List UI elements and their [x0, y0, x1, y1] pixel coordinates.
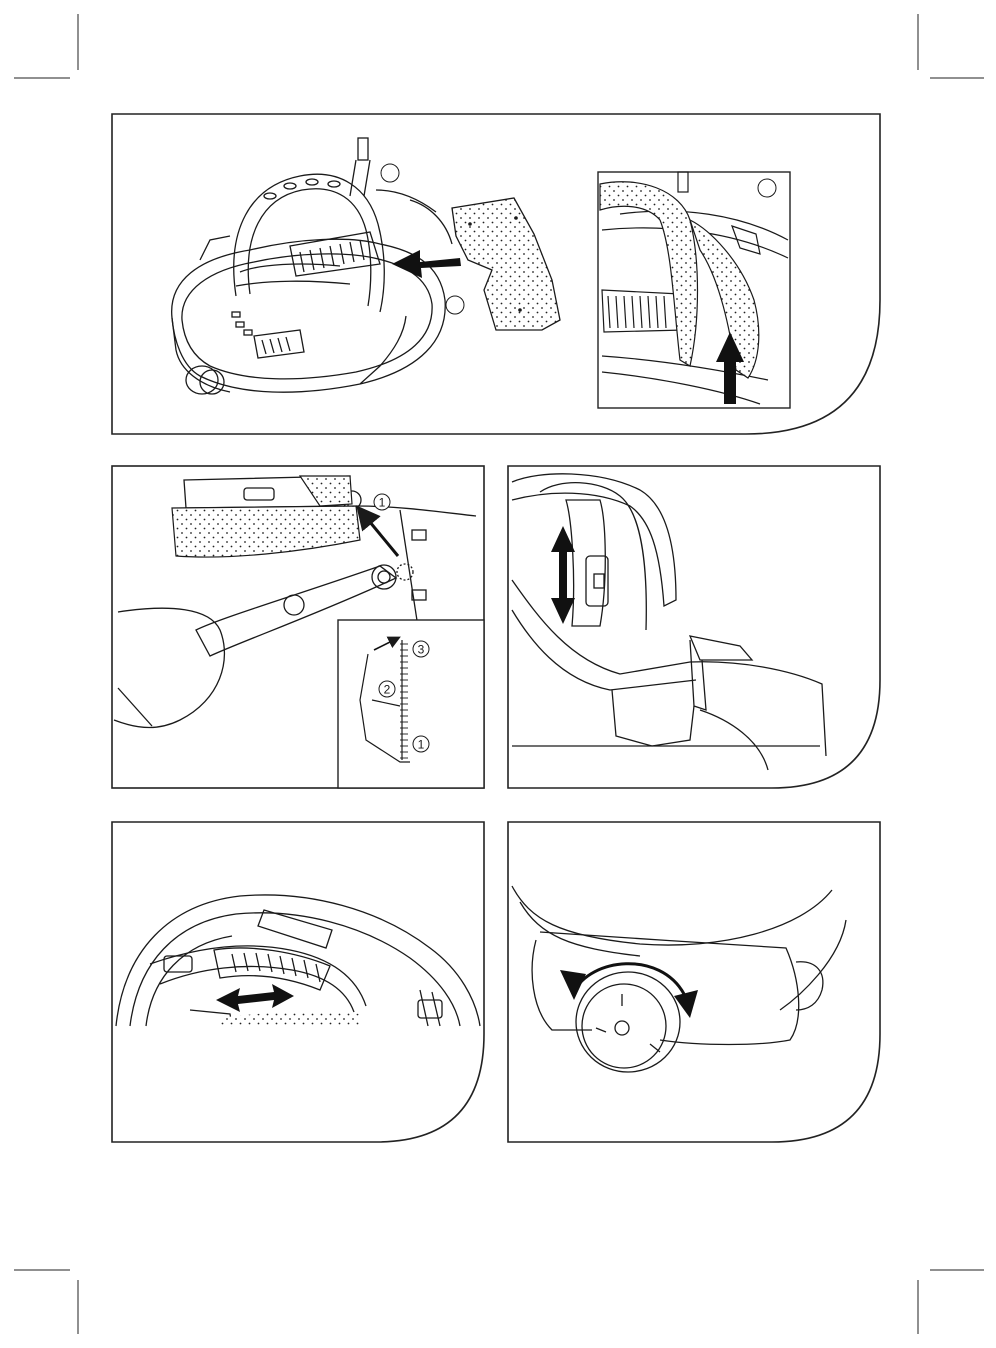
- panel-1b: [598, 172, 790, 408]
- panel-5: [508, 822, 880, 1142]
- callout-circle: [381, 164, 399, 182]
- callout-1: 1: [379, 496, 386, 510]
- inset-callout-1: 1: [418, 738, 425, 752]
- panel-2-inset: 3 2 1: [338, 620, 484, 788]
- panel-4: [112, 822, 484, 1142]
- callout-circle: [446, 296, 464, 314]
- inset-callout-3: 3: [418, 643, 425, 657]
- callout-circle: [758, 179, 776, 197]
- panel-2: 1 3: [112, 466, 484, 788]
- panel-3: [508, 466, 880, 788]
- inset-callout-2: 2: [384, 683, 391, 697]
